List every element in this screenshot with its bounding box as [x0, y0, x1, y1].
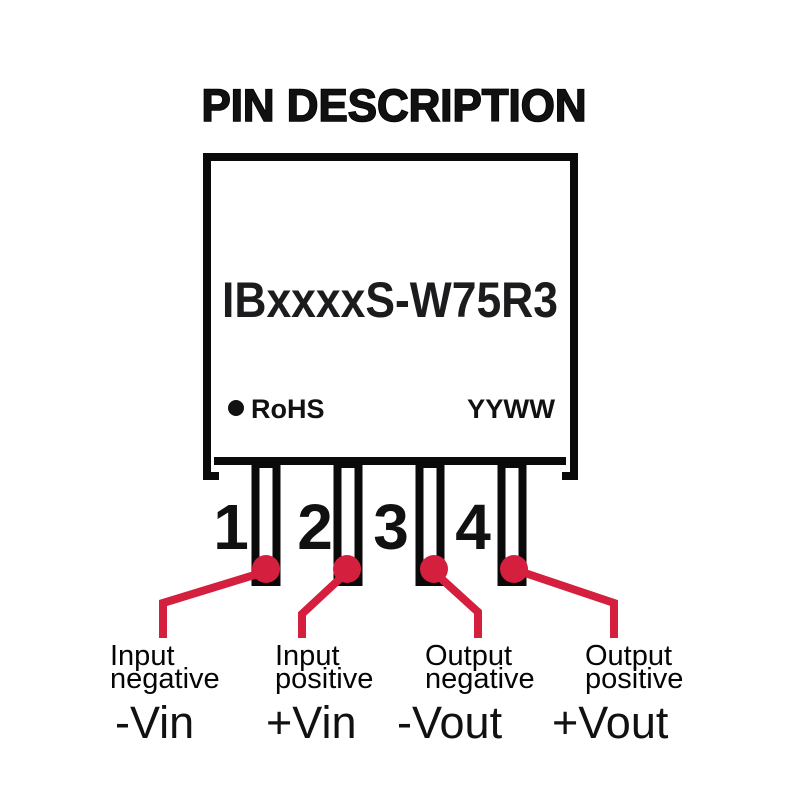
package-outline: [203, 153, 578, 480]
page-title: PIN DESCRIPTION: [202, 80, 587, 131]
pin-2-label: Input positive +Vin: [266, 640, 373, 748]
pin-3-label: Output negative -Vout: [397, 640, 535, 748]
package-bottom-edge: [214, 457, 566, 465]
pin-2-function-line1: Input: [275, 640, 340, 672]
pin-4-function-line1: Output: [585, 640, 672, 672]
pin-3-number: 3: [373, 491, 409, 563]
pin-1-label: Input negative -Vin: [110, 640, 220, 748]
pin-4-dot: [500, 555, 528, 583]
pin-3-symbol: -Vout: [397, 697, 503, 748]
part-number-label: IBxxxxS-W75R3: [222, 272, 558, 328]
package-left-foot: [203, 472, 219, 480]
pin-1-function-line2: negative: [110, 663, 220, 695]
package-right-foot: [562, 472, 578, 480]
rohs-dot-icon: [228, 400, 244, 416]
pin-numbers: 1 2 3 4: [213, 491, 491, 563]
pin-2-number: 2: [297, 491, 333, 563]
pin-4-leader: [514, 566, 618, 638]
pin-1-function-line1: Input: [110, 640, 175, 672]
package-top-edge: [203, 153, 578, 161]
pin-2-symbol: +Vin: [266, 697, 357, 748]
pin-2-leader: [298, 570, 349, 638]
pin-3-leader: [431, 569, 482, 638]
pin-2-function-line2: positive: [275, 663, 373, 695]
package-left-edge: [203, 153, 211, 480]
pin-leader-lines: [159, 566, 618, 638]
pin-3-function-line2: negative: [425, 663, 535, 695]
pin-1-dot: [252, 555, 280, 583]
date-code-label: YYWW: [467, 394, 556, 424]
pin-4-symbol: +Vout: [552, 697, 669, 748]
pin-4-function-line2: positive: [585, 663, 683, 695]
pin-3-function-line1: Output: [425, 640, 512, 672]
package-right-edge: [570, 153, 578, 480]
pin-1-number: 1: [213, 491, 249, 563]
pin-1-leader: [159, 568, 266, 638]
rohs-label: RoHS: [251, 394, 325, 424]
pin-1-symbol: -Vin: [115, 697, 194, 748]
pin-4-label: Output positive +Vout: [552, 640, 683, 748]
pin-4-number: 4: [455, 491, 491, 563]
